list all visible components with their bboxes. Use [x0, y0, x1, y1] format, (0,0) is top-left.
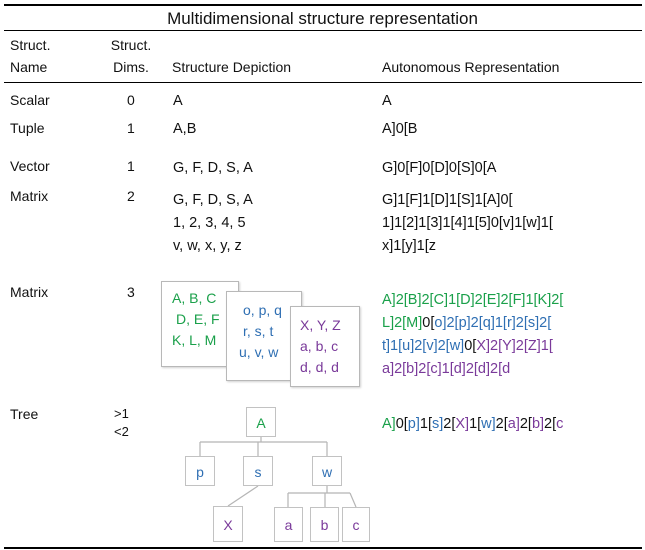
row-scalar-auto: A [382, 93, 392, 109]
auto-segment: X] [455, 416, 470, 432]
auto-segment: b] [531, 416, 545, 432]
row-matrix2-depiction: G, F, D, S, A 1, 2, 3, 4, 5 v, w, x, y, … [173, 189, 253, 258]
tree-node-c: c [342, 507, 370, 542]
auto-segment: 2[ [544, 416, 557, 432]
row-tree-dims: >1 <2 [114, 405, 129, 441]
tree-node-s: s [243, 456, 273, 486]
row-matrix3-name: Matrix [10, 284, 49, 300]
tree-node-X: X [213, 506, 243, 542]
auto-segment: A]2[B]2[C]1[D]2[E]2[F]1[K]2[ [382, 292, 564, 308]
auto-segment: 2[ [519, 416, 532, 432]
header-dims-line2: Dims. [113, 59, 149, 75]
tree-node-p: p [185, 456, 215, 486]
tree-node-b: b [310, 507, 339, 542]
auto-segment: a]2[b]2[c]1[d]2[d]2[d [382, 361, 511, 377]
auto-segment: p] [407, 416, 420, 432]
row-scalar-name: Scalar [10, 92, 50, 108]
tree-dims-line2: <2 [114, 424, 129, 439]
layer2-line: u, v, w [239, 344, 279, 360]
row-tuple-dims: 1 [127, 120, 135, 136]
row-tuple-name: Tuple [10, 120, 45, 136]
row-matrix2-auto: G]1[F]1[D]1[S]1[A]0[ 1]1[2]1[3]1[4]1[5]0… [382, 189, 553, 258]
row-matrix2-dims: 2 [127, 188, 135, 204]
layer2-line: r, s, t [243, 323, 274, 339]
row-matrix3-auto: A]2[B]2[C]1[D]2[E]2[F]1[K]2[ L]2[M]0[o]2… [382, 289, 563, 381]
title-rule [4, 30, 642, 31]
matrix2-auto-line: G]1[F]1[D]1[S]1[A]0[ [382, 192, 513, 208]
matrix2-depiction-line: v, w, x, y, z [173, 238, 242, 254]
auto-segment: 2[ [495, 416, 508, 432]
row-vector-name: Vector [10, 158, 50, 174]
auto-segment: o]2[p]2[q]1[r]2[s]2[ [434, 315, 552, 331]
layer3-line: d, d, d [300, 359, 339, 375]
auto-segment: a] [507, 416, 520, 432]
row-matrix3-dims: 3 [127, 284, 135, 300]
matrix3-auto-line: A]2[B]2[C]1[D]2[E]2[F]1[K]2[ [382, 289, 563, 312]
layer1-line: A, B, C [172, 290, 217, 306]
header-depiction: Structure Depiction [172, 59, 292, 75]
header-name-line1: Struct. [10, 37, 51, 53]
header-dims-line1: Struct. [110, 37, 152, 53]
row-vector-depiction: G, F, D, S, A [173, 160, 253, 176]
tree-node-a: a [274, 507, 303, 542]
layer1-line: D, E, F [176, 311, 220, 327]
auto-segment: 1[ [469, 416, 482, 432]
row-matrix2-name: Matrix [10, 188, 49, 204]
layer2-line: o, p, q [243, 302, 282, 318]
layer3-line: X, Y, Z [300, 317, 341, 333]
matrix3-auto-line: a]2[b]2[c]1[d]2[d]2[d [382, 358, 563, 381]
layer1-line: K, L, M [172, 332, 217, 348]
auto-segment: 0[ [464, 338, 477, 354]
matrix2-auto-line: x]1[y]1[z [382, 238, 436, 254]
row-tuple-auto: A]0[B [382, 121, 418, 137]
row-scalar-depiction: A [173, 93, 183, 109]
layer3-line: a, b, c [300, 338, 339, 354]
row-vector-auto: G]0[F]0[D]0[S]0[A [382, 160, 497, 176]
bottom-rule [4, 547, 642, 549]
matrix3-auto-line: t]1[u]2[v]2[w]0[X]2[Y]2[Z]1[ [382, 335, 563, 358]
row-tuple-depiction: A,B [173, 121, 197, 137]
row-tree-auto: A]0[p]1[s]2[X]1[w]2[a]2[b]2[c [382, 413, 563, 436]
header-struct-dims: Struct. Dims. [107, 34, 155, 78]
tree-dims-line1: >1 [114, 406, 129, 421]
auto-segment: 2[ [443, 416, 456, 432]
auto-segment: s] [431, 416, 444, 432]
header-name-line2: Name [10, 59, 48, 75]
row-vector-dims: 1 [127, 158, 135, 174]
header-rule [4, 82, 642, 83]
auto-segment: 1[ [419, 416, 432, 432]
tree-node-root: A [246, 407, 276, 437]
matrix2-auto-line: 1]1[2]1[3]1[4]1[5]0[v]1[w]1[ [382, 215, 553, 231]
table-title: Multidimensional structure representatio… [167, 9, 478, 28]
auto-segment: A] [382, 416, 396, 432]
auto-segment: 0[ [422, 315, 435, 331]
auto-segment: c [556, 416, 564, 432]
auto-segment: w] [481, 416, 496, 432]
auto-segment: X]2[Y]2[Z]1[ [476, 338, 553, 354]
row-scalar-dims: 0 [127, 92, 135, 108]
matrix3-layer2-card: o, p, q r, s, t u, v, w [226, 291, 302, 381]
matrix3-auto-line: L]2[M]0[o]2[p]2[q]1[r]2[s]2[ [382, 312, 563, 335]
auto-segment: L]2[M] [382, 315, 423, 331]
header-struct-name: Struct. Name [10, 34, 50, 78]
row-tree-name: Tree [10, 406, 39, 422]
header-autonomous: Autonomous Representation [382, 59, 560, 75]
auto-segment: t]1[u]2[v]2[w] [382, 338, 465, 354]
top-rule [4, 4, 642, 6]
tree-node-w: w [312, 456, 342, 486]
auto-segment: 0[ [395, 416, 408, 432]
matrix2-depiction-line: G, F, D, S, A [173, 192, 253, 208]
matrix3-layer3-card: X, Y, Z a, b, c d, d, d [290, 306, 360, 387]
matrix2-depiction-line: 1, 2, 3, 4, 5 [173, 215, 246, 231]
